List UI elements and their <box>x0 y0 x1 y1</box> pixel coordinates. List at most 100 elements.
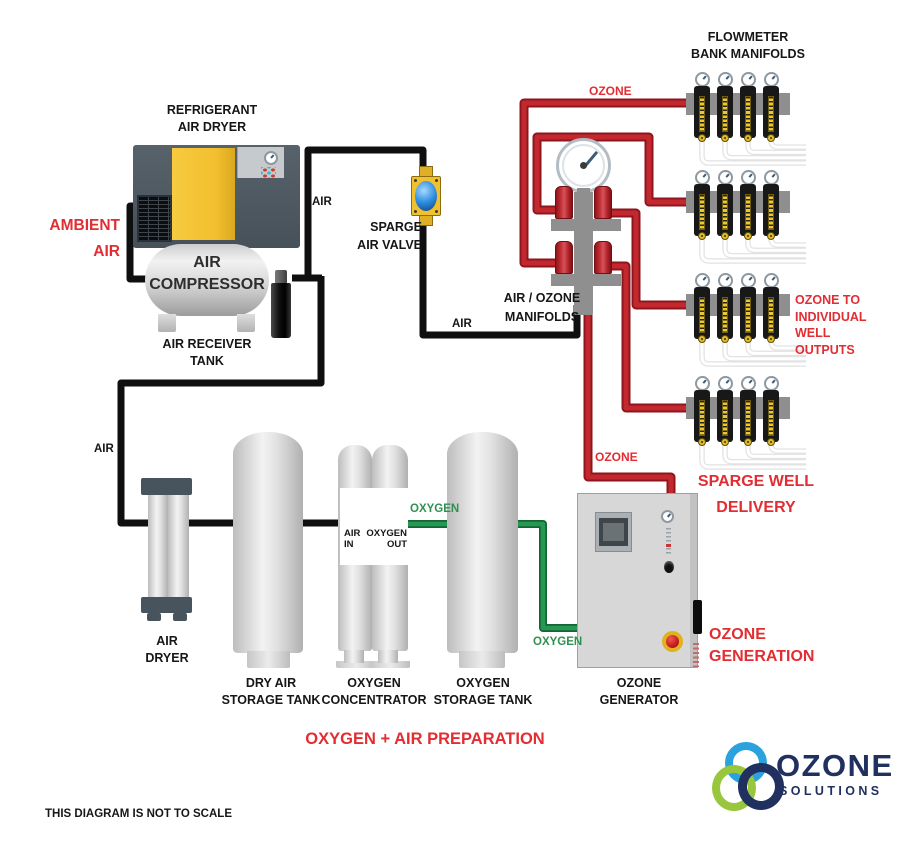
gauge-needle-icon <box>770 276 776 282</box>
flowmeter-tube <box>746 235 806 252</box>
concentrator-base-plate <box>336 661 376 668</box>
pipe-ozone-bank1 <box>519 98 688 268</box>
flowmeter-tube <box>746 137 806 154</box>
flowmeter-scale <box>768 194 774 230</box>
flowmeter-knob <box>721 335 729 343</box>
oxygen-pipe-left-label: OXYGEN <box>410 503 460 515</box>
compressor-gauge-icon <box>264 151 278 165</box>
flowmeter-scale <box>722 297 728 333</box>
flowmeter-knob <box>721 438 729 446</box>
flowmeter-gauge-icon <box>741 376 756 391</box>
tank-leg <box>158 314 176 332</box>
gauge-needle-icon <box>724 75 730 81</box>
flowmeter-knob <box>721 232 729 240</box>
manifold-pressure-gauge-icon <box>556 138 611 193</box>
flowmeter-knob <box>744 134 752 142</box>
flowmeter-knob <box>698 438 706 446</box>
air-dryer-top-cap <box>141 478 192 495</box>
air-dryer-bottom-cap <box>141 597 192 613</box>
flowmeter-scale <box>745 96 751 132</box>
air-dryer-cylinder <box>148 495 168 598</box>
gauge-needle-icon <box>701 379 707 385</box>
flowmeter-knob <box>721 134 729 142</box>
sparge-air-valve <box>411 176 441 216</box>
flowmeter-knob <box>744 232 752 240</box>
air-pipe-top-label: AIR <box>312 196 332 208</box>
air-filter <box>271 283 291 338</box>
concentrator-label-panel <box>340 488 408 565</box>
cabinet-side-label <box>693 643 699 667</box>
flowmeter-scale <box>768 297 774 333</box>
flowmeter-tube <box>700 338 806 366</box>
gauge-needle-icon <box>270 154 275 159</box>
compressor-yellow-panel <box>172 148 235 240</box>
ambient-air-label: AMBIENT AIR <box>49 217 120 260</box>
logo-subtitle-text: SOLUTIONS <box>779 784 883 798</box>
flowmeter-tube <box>723 338 806 361</box>
air-pipe-left-label: AIR <box>94 443 114 455</box>
ozone-generator-label: OZONE GENERATOR <box>599 676 679 707</box>
flowmeter-gauge-icon <box>764 376 779 391</box>
flowmeter-knob <box>698 134 706 142</box>
pipe-air-to-dryer <box>117 276 341 527</box>
flowmeter-tube <box>746 338 806 355</box>
manifold-cylinder <box>555 241 573 274</box>
ozone-pipe-top-label: OZONE <box>589 84 632 98</box>
flowmeter-gauge-icon <box>741 72 756 87</box>
flowmeter-output-tubes <box>699 137 806 470</box>
oxygen-storage-tank-label: OXYGEN STORAGE TANK <box>433 676 533 707</box>
flowmeter-tube <box>723 137 806 160</box>
air-compressor-label: AIR COMPRESSOR <box>149 254 265 293</box>
generator-screen-inner <box>603 523 624 541</box>
flowmeter-gauge-icon <box>741 170 756 185</box>
concentrator-base-plate <box>370 661 410 668</box>
flowmeter-scale <box>745 400 751 436</box>
concentrator-foot <box>378 650 398 663</box>
air-dryer-foot <box>147 613 161 621</box>
flowmeter-gauge-icon <box>718 170 733 185</box>
flowmeter-gauge-icon <box>764 72 779 87</box>
flowmeter-knob <box>767 232 775 240</box>
flowmeter-tube <box>700 235 806 263</box>
tank-base <box>247 651 290 668</box>
flowmeter-bank-manifolds-label: FLOWMETER BANK MANIFOLDS <box>691 30 805 61</box>
flowmeter-scale <box>699 96 705 132</box>
flowmeter-scale <box>722 194 728 230</box>
ozone-pipe-bottom-label: OZONE <box>595 450 638 464</box>
air-dryer-cylinder <box>168 495 189 598</box>
flowmeter-gauge-icon <box>695 376 710 391</box>
flowmeter-gauge-icon <box>764 273 779 288</box>
tank-base <box>459 651 505 668</box>
dry-air-storage-tank-label: DRY AIR STORAGE TANK <box>221 676 321 707</box>
flowmeter-knob <box>744 438 752 446</box>
manifold-cylinder <box>594 241 612 274</box>
flowmeter-gauge-icon <box>718 72 733 87</box>
scale-note: THIS DIAGRAM IS NOT TO SCALE <box>45 808 232 820</box>
tank-leg <box>237 314 255 332</box>
flowmeter-knob <box>698 232 706 240</box>
generator-label-strip <box>666 528 671 556</box>
gauge-needle-icon <box>770 173 776 179</box>
flowmeter-scale <box>722 400 728 436</box>
emergency-stop-button <box>666 635 679 648</box>
dry-air-storage-tank <box>233 432 303 653</box>
oxygen-air-preparation-label: OXYGEN + AIR PREPARATION <box>305 730 545 748</box>
manifold-bar-upper <box>551 219 621 231</box>
flowmeter-tube <box>746 441 806 458</box>
ozone-pipes <box>519 98 688 496</box>
air-receiver-tank <box>145 244 269 316</box>
flowmeter-tube <box>700 137 806 165</box>
oxygen-concentrator-label: OXYGEN CONCENTRATOR <box>321 676 427 707</box>
manifold-cylinder <box>555 186 573 219</box>
sparge-well-delivery-label: SPARGE WELL DELIVERY <box>697 473 815 516</box>
logo-ring-navy-icon <box>738 763 784 810</box>
air-receiver-tank-label: AIR RECEIVER TANK <box>162 337 252 368</box>
flowmeter-knob <box>767 335 775 343</box>
flowmeter-scale <box>768 96 774 132</box>
compressor-intake-grille <box>137 195 172 242</box>
ozone-generation-label: OZONE GENERATION <box>709 626 815 665</box>
gauge-needle-icon <box>747 276 753 282</box>
cabinet-handle <box>693 600 702 634</box>
flowmeter-scale <box>768 400 774 436</box>
